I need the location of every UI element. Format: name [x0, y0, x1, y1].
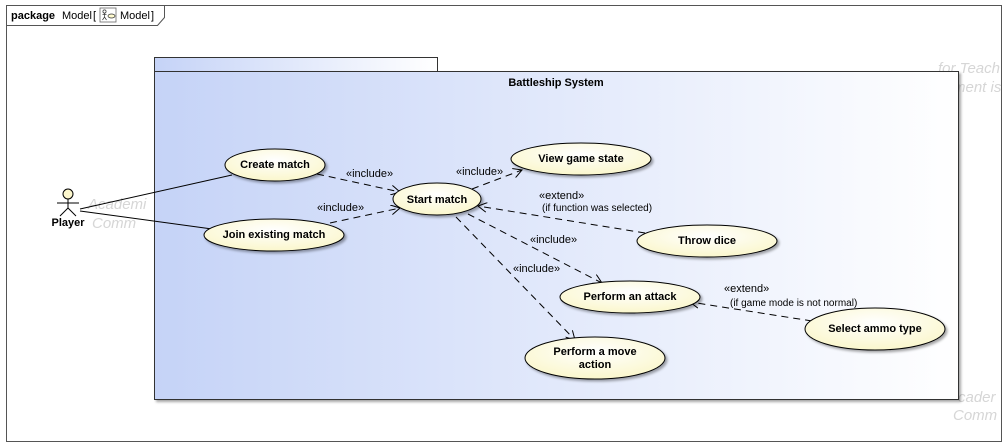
use-case-create-match-label: Create match: [240, 159, 310, 171]
watermark-left-2: Comm: [92, 215, 136, 232]
frame-bracket-close: ]: [151, 10, 154, 22]
frame-name-tab: [6, 5, 165, 26]
use-case-start-match[interactable]: Start match: [392, 182, 482, 216]
extend-dice-start[interactable]: [478, 206, 646, 234]
diagram-frame: [6, 5, 1002, 442]
include-start-view[interactable]: [471, 170, 522, 190]
association-join-match[interactable]: [79, 210, 213, 230]
use-case-throw-dice-label: Throw dice: [678, 235, 736, 247]
use-case-join-match[interactable]: Join existing match: [203, 218, 345, 252]
label-include-create: «include»: [346, 168, 393, 180]
frame-bracket-open: [: [93, 10, 96, 22]
use-case-join-match-label: Join existing match: [223, 229, 326, 241]
label-extend-dice: «extend»: [539, 190, 584, 202]
watermark-right-bottom-1: cader: [958, 389, 997, 406]
system-title: Battleship System: [508, 77, 604, 89]
label-include-join: «include»: [317, 202, 364, 214]
use-case-perform-attack[interactable]: Perform an attack: [559, 280, 701, 314]
label-include-view: «include»: [456, 166, 503, 178]
use-case-perform-move[interactable]: Perform a move action: [524, 336, 666, 380]
label-extend-ammo: «extend»: [724, 283, 769, 295]
diagram-type-icon: [99, 7, 117, 23]
use-case-perform-attack-label: Perform an attack: [584, 291, 678, 303]
use-case-view-state-label: View game state: [538, 153, 623, 165]
watermark-left-1: Academi: [87, 196, 147, 213]
label-extend-dice-condition: (if function was selected): [542, 203, 652, 214]
watermark-right-top-2: ment is: [953, 79, 1002, 96]
use-case-view-state[interactable]: View game state: [510, 142, 652, 176]
actor-head-icon: [62, 188, 74, 200]
frame-keyword: package: [11, 10, 55, 22]
label-include-attack: «include»: [530, 234, 577, 246]
label-include-move: «include»: [513, 263, 560, 275]
use-case-perform-move-label-line2: action: [579, 359, 612, 371]
frame-diagram-name: Model: [120, 10, 150, 22]
include-start-attack[interactable]: [467, 213, 602, 283]
frame-name: Model: [62, 10, 92, 22]
use-case-create-match[interactable]: Create match: [224, 148, 326, 182]
extend-ammo-attack[interactable]: [690, 302, 813, 322]
package-tab: [154, 57, 438, 72]
use-case-throw-dice[interactable]: Throw dice: [636, 224, 778, 258]
label-extend-ammo-condition: (if game mode is not normal): [730, 298, 857, 309]
use-case-select-ammo[interactable]: Select ammo type: [804, 307, 946, 351]
association-create-match[interactable]: [79, 174, 233, 210]
actor-player[interactable]: [57, 188, 79, 217]
actor-player-label: Player: [51, 217, 85, 229]
use-case-select-ammo-label: Select ammo type: [828, 323, 922, 335]
use-case-perform-move-label-line1: Perform a move: [553, 346, 636, 358]
include-create-start[interactable]: [316, 173, 400, 192]
include-start-move[interactable]: [455, 216, 575, 340]
watermark-right-bottom-2: Comm: [953, 407, 997, 424]
use-case-start-match-label: Start match: [407, 194, 468, 206]
